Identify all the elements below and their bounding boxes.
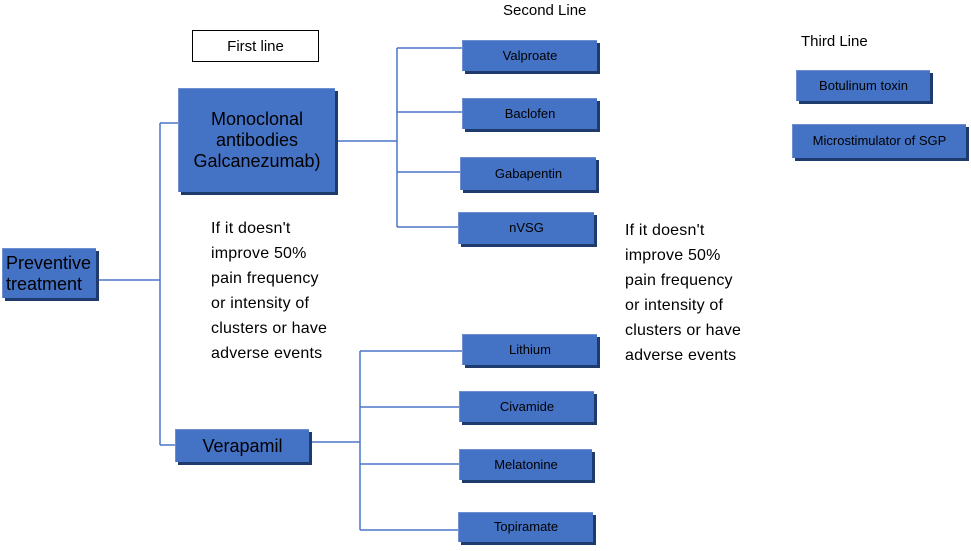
second-line-label: Second Line (503, 2, 587, 19)
topiramate-box: Topiramate (458, 512, 593, 542)
botulinum-toxin-box: Botulinum toxin (796, 70, 930, 101)
microstimulator-box: Microstimulator of SGP (792, 124, 966, 158)
monoclonal-antibodies-box: Monoclonal antibodies Galcanezumab) (178, 88, 335, 192)
nvsg-box: nVSG (458, 212, 594, 244)
third-line-label: Third Line (801, 33, 868, 50)
civamide-box: Civamide (459, 391, 594, 422)
melatonine-box: Melatonine (459, 449, 592, 480)
right-condition-note: If it doesn't improve 50% pain frequency… (625, 222, 742, 364)
verapamil-box: Verapamil (175, 429, 309, 462)
preventive-treatment-box: Preventive treatment (2, 248, 96, 298)
valproate-box: Valproate (462, 40, 597, 71)
first-line-label: First line (192, 30, 319, 62)
left-condition-note: If it doesn't improve 50% pain frequency… (211, 220, 328, 362)
gabapentin-box: Gabapentin (460, 157, 596, 190)
lithium-box: Lithium (462, 334, 597, 365)
baclofen-box: Baclofen (462, 98, 597, 129)
